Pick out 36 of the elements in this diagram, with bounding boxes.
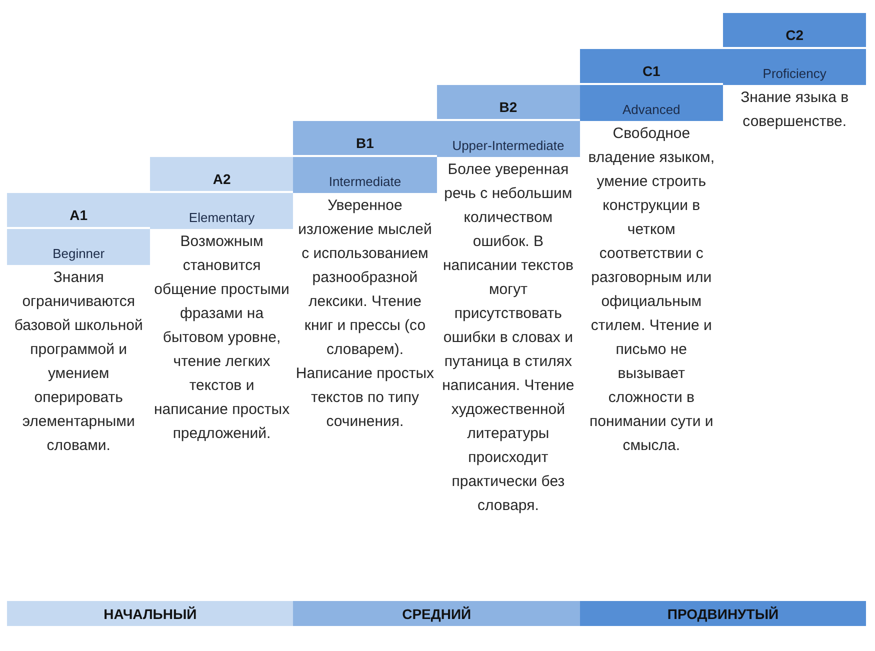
level-code-cell [723,13,866,47]
level-code: A1 [70,207,88,225]
level-code-cell [7,193,150,227]
level-code-cell [436,85,580,119]
group-name: СРЕДНИЙ [402,606,472,622]
level-name: Advanced [622,102,680,119]
level-code: B1 [356,135,374,153]
level-description: Знание языка в совершенстве. [740,88,850,132]
level-code-cell [580,49,723,83]
level-description: Свободное владение языком, умение строить конструкции в четком соответствии с разговорным или официальным стилем. Чтение и письмо не вызывает сложности в понимании сути и смысла. [587,124,716,456]
level-name-cell [150,193,294,229]
level-code: C1 [642,63,660,81]
level-group-band [293,601,580,626]
level-name-cell [436,121,580,157]
level-code-cell [293,121,437,155]
level-code: C2 [786,27,804,45]
level-name: Beginner [52,246,105,263]
level-description: Знания ограничиваются базовой школьной программой и умением оперировать элементарными словами. [13,268,144,456]
level-description: Более уверенная речь с небольшим количеством ошибок. В написании текстов могут присутствовать ошибки в словах и путаница в стилях написания. Чтение художественной литературы происходит практически без словаря. [441,160,576,516]
level-description: Уверенное изложение мыслей с использованием разнообразной лексики. Чтение книг и прессы (со словарем). Написание простых текстов по типу сочинения. [294,196,436,432]
level-code: A2 [212,171,231,189]
level-name: Elementary [188,210,255,227]
level-name: Intermediate [328,174,402,191]
level-description: Возможным становится общение простыми фразами на бытовом уровне, чтение легких текстов и написание простых предложений. [152,232,291,444]
level-name-cell [580,85,723,121]
level-name-cell [723,49,866,85]
level-code: B2 [499,99,518,117]
level-group-band [580,601,866,626]
level-name-cell [293,157,437,193]
group-name: НАЧАЛЬНЫЙ [104,606,197,622]
level-code-cell [150,157,294,191]
level-name: Proficiency [762,66,826,83]
level-name: Upper-Intermediate [452,138,564,155]
group-name: ПРОДВИНУТЫЙ [667,606,779,622]
level-name-cell [7,229,150,265]
level-group-band [7,601,294,626]
